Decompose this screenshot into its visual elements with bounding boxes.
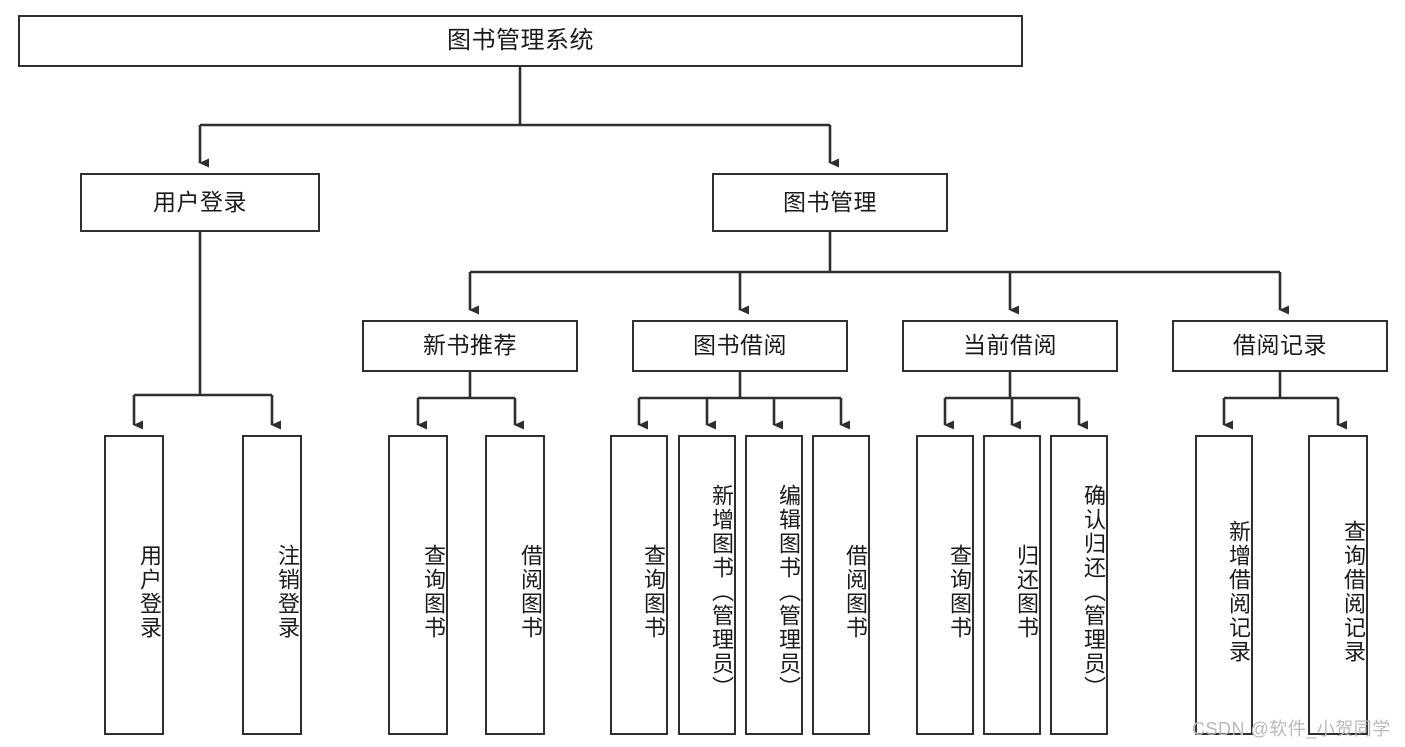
leaf-add-borrow-record[interactable]: 新增借阅记录: [1195, 435, 1253, 735]
leaf-add-book-admin[interactable]: 新增图书（管理员）: [678, 435, 736, 735]
node-new-book-recommend-label: 新书推荐: [423, 332, 517, 359]
leaf-query-book-current[interactable]: 查询图书: [916, 435, 974, 735]
leaf-edit-book-admin[interactable]: 编辑图书（管理员）: [745, 435, 803, 735]
leaf-add-book-admin-label: 新增图书（管理员）: [709, 484, 734, 700]
leaf-edit-book-admin-label: 编辑图书（管理员）: [776, 484, 801, 700]
leaf-borrow-book-new[interactable]: 借阅图书: [485, 435, 545, 735]
csdn-watermark: CSDN @软件_小贺同学: [1192, 719, 1391, 739]
node-borrow-records[interactable]: 借阅记录: [1172, 320, 1388, 372]
node-user-login-label: 用户登录: [153, 188, 247, 215]
node-book-borrow-label: 图书借阅: [693, 332, 787, 359]
node-book-management[interactable]: 图书管理: [712, 173, 948, 232]
leaf-query-borrow-record-label: 查询借阅记录: [1341, 520, 1366, 664]
leaf-add-borrow-record-label: 新增借阅记录: [1226, 520, 1251, 664]
leaf-user-login-label: 用户登录: [137, 544, 162, 640]
node-user-login[interactable]: 用户登录: [80, 173, 320, 232]
leaf-query-borrow-record[interactable]: 查询借阅记录: [1308, 435, 1368, 735]
node-current-borrow-label: 当前借阅: [963, 332, 1057, 359]
leaf-query-book-new-label: 查询图书: [421, 544, 446, 640]
leaf-confirm-return-admin[interactable]: 确认归还（管理员）: [1050, 435, 1108, 735]
leaf-borrow-book-new-label: 借阅图书: [518, 544, 543, 640]
leaf-query-book-new[interactable]: 查询图书: [388, 435, 448, 735]
leaf-query-book-borrow[interactable]: 查询图书: [610, 435, 668, 735]
leaf-borrow-book-label: 借阅图书: [843, 544, 868, 640]
leaf-borrow-book[interactable]: 借阅图书: [812, 435, 870, 735]
node-book-borrow[interactable]: 图书借阅: [632, 320, 848, 372]
leaf-user-login[interactable]: 用户登录: [104, 435, 164, 735]
leaf-query-book-current-label: 查询图书: [947, 544, 972, 640]
leaf-return-book-label: 归还图书: [1014, 544, 1039, 640]
leaf-logout-label: 注销登录: [275, 544, 300, 640]
node-new-book-recommend[interactable]: 新书推荐: [362, 320, 578, 372]
node-current-borrow[interactable]: 当前借阅: [902, 320, 1118, 372]
node-borrow-records-label: 借阅记录: [1233, 332, 1327, 359]
node-book-management-label: 图书管理: [783, 188, 877, 215]
leaf-confirm-return-admin-label: 确认归还（管理员）: [1081, 484, 1106, 700]
node-root-label: 图书管理系统: [447, 26, 594, 54]
node-root[interactable]: 图书管理系统: [18, 15, 1023, 67]
leaf-logout[interactable]: 注销登录: [242, 435, 302, 735]
leaf-query-book-borrow-label: 查询图书: [641, 544, 666, 640]
leaf-return-book[interactable]: 归还图书: [983, 435, 1041, 735]
